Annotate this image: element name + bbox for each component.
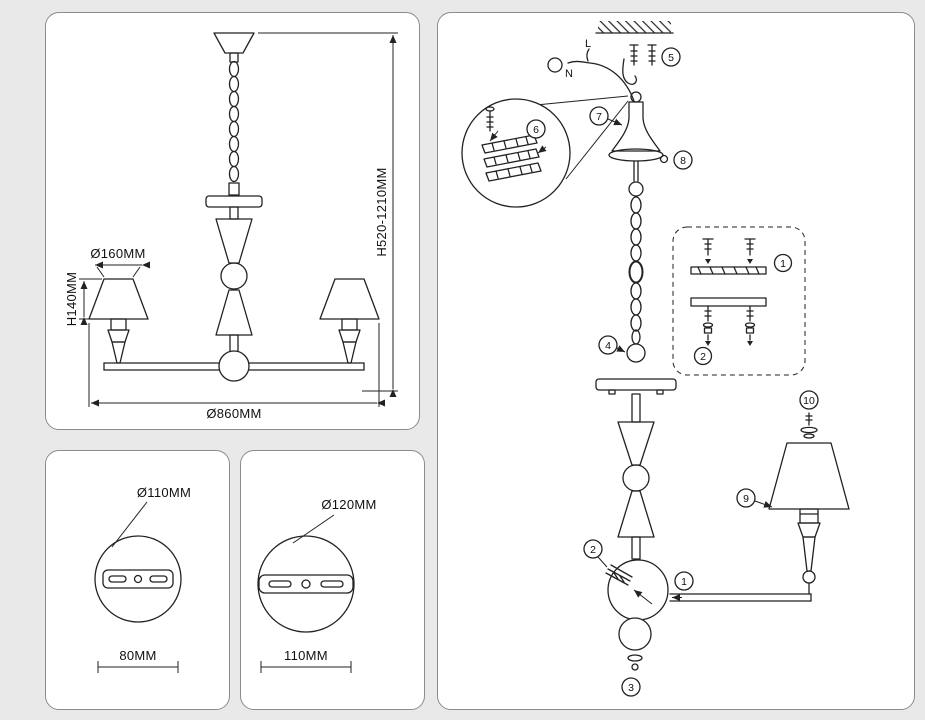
- callout-2-hub-label: 2: [590, 544, 596, 556]
- callout-2-box: 2: [693, 346, 713, 366]
- wire-neutral-label: N: [565, 68, 573, 80]
- canopy-and-chain: [213, 32, 255, 196]
- chain-assembly: [626, 160, 646, 363]
- dim-shade-diameter: Ø160MM: [90, 246, 150, 278]
- terminal-detail-lens: 6: [461, 95, 629, 208]
- callout-7: 7: [589, 106, 623, 126]
- callout-1-box-label: 1: [780, 258, 786, 270]
- bracket-large-panel: Ø120MM 110MM: [240, 450, 425, 710]
- callout-1-rod: 1: [674, 571, 694, 591]
- callout-7-label: 7: [596, 111, 602, 123]
- wire-live-label: L: [585, 38, 591, 50]
- callout-8: 8: [659, 150, 693, 170]
- bracket-large-width-label: 110MM: [284, 648, 328, 663]
- bottom-finial: 3: [618, 617, 652, 697]
- mounting-detail-box: 1 2: [672, 226, 806, 376]
- assembly-panel: 5 N L 7 8: [437, 12, 915, 710]
- callout-1-rod-label: 1: [681, 576, 687, 588]
- bracket-studs-detail: [690, 297, 767, 346]
- dim-bracket-small-width: 80MM: [97, 648, 179, 673]
- finial-parts: [800, 412, 818, 439]
- central-column: [205, 195, 263, 358]
- dim-bracket-small-diameter: Ø110MM: [111, 485, 191, 548]
- callout-6-label: 6: [533, 124, 539, 136]
- bracket-large-drawing: Ø120MM 110MM: [257, 497, 376, 673]
- shade: [768, 442, 850, 510]
- dim-bracket-large-width: 110MM: [260, 648, 352, 673]
- assembly-drawing: 5 N L 7 8: [461, 21, 850, 697]
- callout-9-label: 9: [743, 493, 749, 505]
- callout-2-hub: 2: [583, 539, 608, 568]
- wall-anchor-and-screw-icons: [629, 44, 657, 66]
- bracket-small-drawing: Ø110MM 80MM: [94, 485, 191, 673]
- bracket-small-panel: Ø110MM 80MM: [45, 450, 230, 710]
- dim-hanging-height: H520-1210MM: [258, 32, 398, 397]
- callout-1-box: 1: [773, 253, 793, 273]
- callout-6: 6: [526, 119, 546, 139]
- shade-diameter-label: Ø160MM: [90, 246, 145, 261]
- dim-shade-height: H140MM: [64, 272, 102, 327]
- dim-fixture-diameter: Ø860MM: [88, 323, 385, 421]
- mounting-plate: [595, 378, 677, 395]
- lamp-right: [319, 278, 380, 364]
- shade-height-label: H140MM: [64, 272, 79, 327]
- callout-8-label: 8: [680, 155, 686, 167]
- bracket-large: [257, 535, 355, 633]
- fixture-diameter-label: Ø860MM: [206, 406, 261, 421]
- terminal-block: [481, 134, 542, 182]
- canopy-bell: [608, 91, 664, 162]
- terminal-screw-icon: [485, 106, 495, 132]
- lamp-left: [88, 278, 149, 364]
- bracket-screws-detail: [690, 238, 767, 275]
- candle-assembly: 10 9: [736, 390, 850, 595]
- dim-bracket-large-diameter: Ø120MM: [292, 497, 376, 544]
- chandelier-drawing: Ø160MM H140MM H520-1210MM Ø860MM: [64, 32, 398, 421]
- ceiling-hatch: [595, 21, 674, 34]
- socket-and-candle: [797, 508, 821, 595]
- callout-10-label: 10: [803, 395, 815, 407]
- bracket-small: [94, 535, 182, 623]
- bracket-small-diameter-label: Ø110MM: [137, 485, 191, 500]
- callout-9: 9: [736, 488, 773, 508]
- callout-2-box-label: 2: [700, 351, 706, 363]
- chandelier-dimensions-panel: Ø160MM H140MM H520-1210MM Ø860MM: [45, 12, 420, 430]
- hub-wires: [605, 564, 633, 586]
- callout-3: 3: [621, 677, 641, 697]
- power-wire: N L: [547, 38, 635, 102]
- callout-5-label: 5: [668, 52, 674, 64]
- callout-4: 4: [598, 335, 626, 355]
- assembly-column: [617, 393, 655, 560]
- hub-wiring-detail: 2: [583, 539, 669, 621]
- arms: [103, 350, 365, 382]
- callout-3-label: 3: [628, 682, 634, 694]
- bracket-large-diameter-label: Ø120MM: [321, 497, 376, 512]
- hanging-height-label: H520-1210MM: [374, 167, 389, 256]
- hook-icon: [622, 58, 638, 85]
- bracket-small-width-label: 80MM: [119, 648, 156, 663]
- callout-5: 5: [661, 47, 681, 67]
- callout-4-label: 4: [605, 340, 611, 352]
- arm-rod: 1: [669, 571, 812, 602]
- callout-10: 10: [799, 390, 819, 410]
